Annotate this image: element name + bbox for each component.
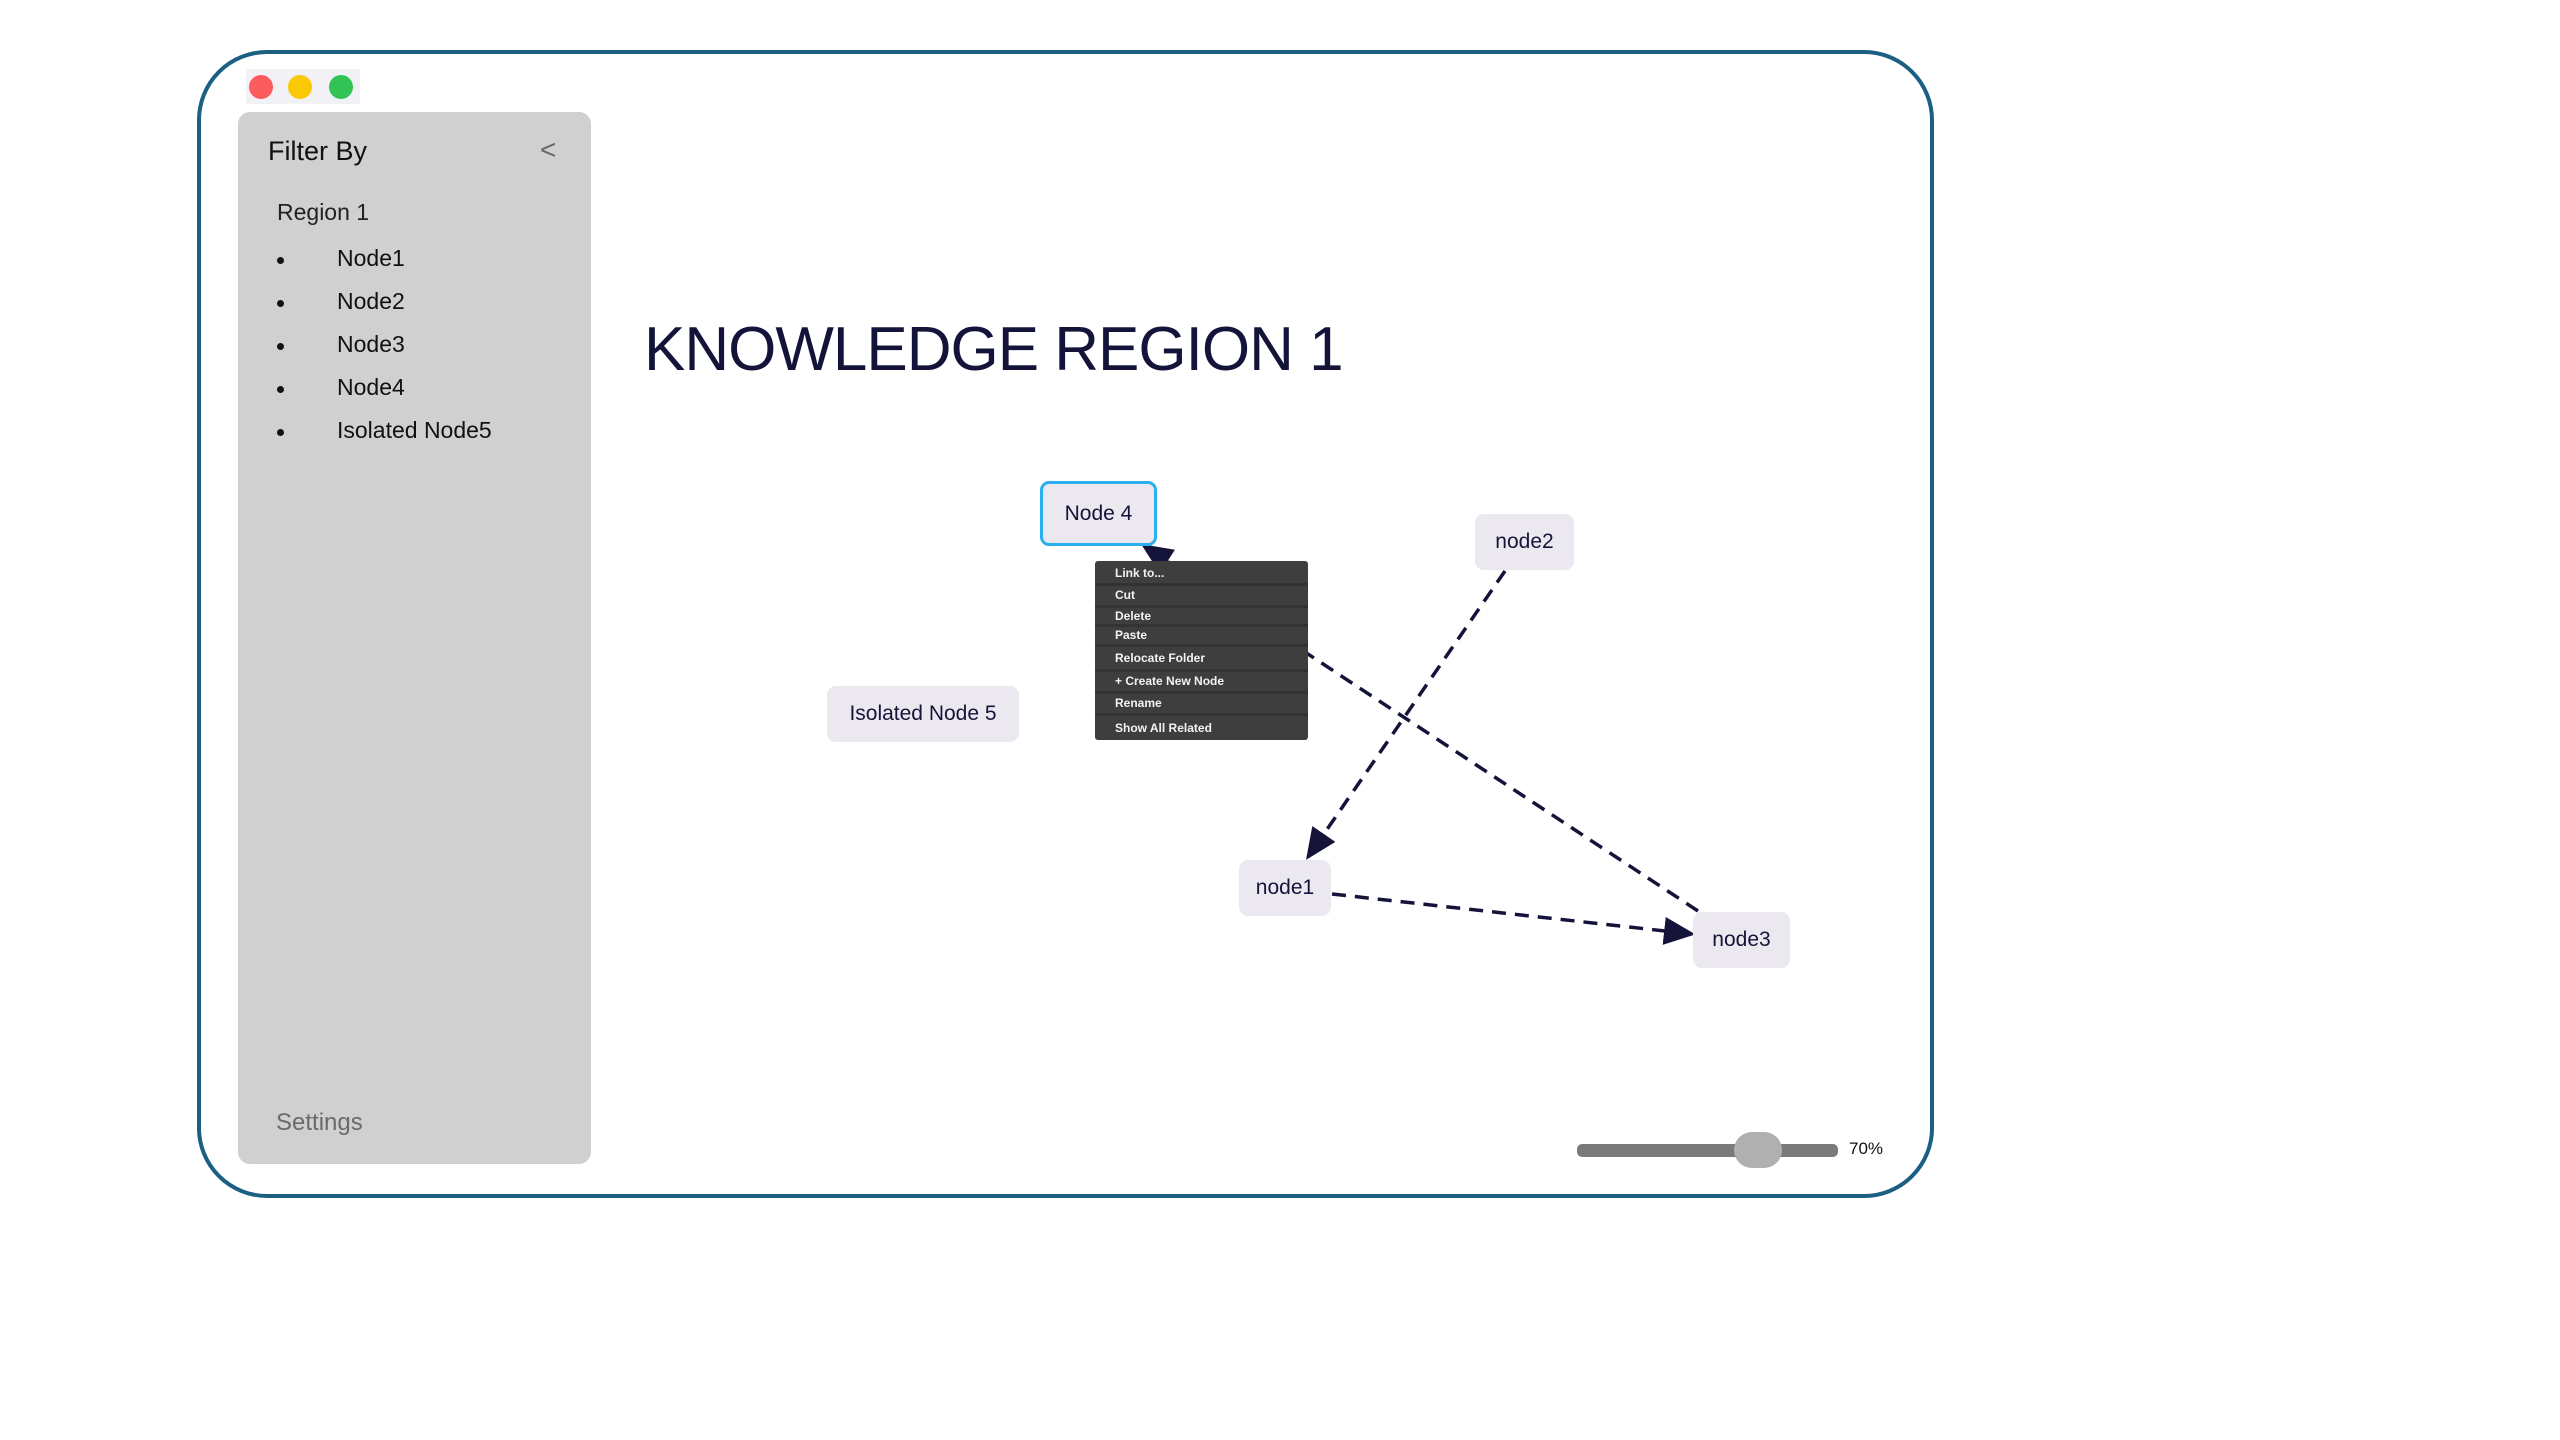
graph-node-node2[interactable]: node2: [1475, 514, 1574, 570]
zoom-level-label: 70%: [1849, 1139, 1884, 1158]
sidebar-item-label: Node4: [337, 374, 405, 400]
bullet-icon: [277, 343, 284, 350]
edge-node1-node3: [1331, 892, 1696, 945]
region-label[interactable]: Region 1: [277, 199, 370, 225]
close-button[interactable]: [249, 75, 273, 99]
bullet-icon: [277, 429, 284, 436]
graph-node-node1[interactable]: node1: [1239, 860, 1331, 916]
graph-node-node3[interactable]: node3: [1693, 912, 1790, 968]
minimize-button[interactable]: [288, 75, 312, 99]
menu-item-link-to[interactable]: Link to...: [1095, 564, 1308, 586]
zoom-slider-thumb[interactable]: [1733, 1132, 1782, 1168]
page-title: KNOWLEDGE REGION 1: [644, 315, 1344, 384]
context-menu: Link to... Cut Delete Paste Relocate Fol…: [1095, 561, 1308, 740]
window-controls: [246, 69, 360, 104]
menu-item-relocate-folder[interactable]: Relocate Folder: [1095, 647, 1308, 672]
menu-item-delete[interactable]: Delete: [1095, 608, 1308, 627]
graph-node-isolated-node5[interactable]: Isolated Node 5: [827, 686, 1019, 742]
maximize-button[interactable]: [329, 75, 353, 99]
graph-node-node4[interactable]: Node 4: [1040, 481, 1157, 546]
menu-item-show-all-related[interactable]: Show All Related: [1115, 721, 1212, 735]
menu-item-create-new-node[interactable]: + Create New Node: [1095, 672, 1308, 694]
sidebar-item-label: Node3: [337, 331, 405, 357]
filter-sidebar: Filter By < Region 1 Node1 Node2 Node3 N…: [238, 112, 591, 1164]
menu-item-cut[interactable]: Cut: [1095, 586, 1308, 608]
sidebar-title: Filter By: [268, 136, 368, 166]
settings-link[interactable]: Settings: [276, 1109, 363, 1136]
menu-item-rename[interactable]: Rename: [1095, 694, 1308, 716]
bullet-icon: [277, 386, 284, 393]
sidebar-item-label: Node2: [337, 288, 405, 314]
edge-node2-node1: [1306, 570, 1507, 860]
bullet-icon: [277, 257, 284, 264]
collapse-sidebar-button[interactable]: <: [540, 134, 557, 165]
menu-item-paste[interactable]: Paste: [1095, 627, 1308, 647]
sidebar-item-label: Node1: [337, 245, 405, 271]
zoom-slider-track[interactable]: [1577, 1144, 1838, 1157]
bullet-icon: [277, 300, 284, 307]
sidebar-item-label: Isolated Node5: [337, 417, 492, 443]
